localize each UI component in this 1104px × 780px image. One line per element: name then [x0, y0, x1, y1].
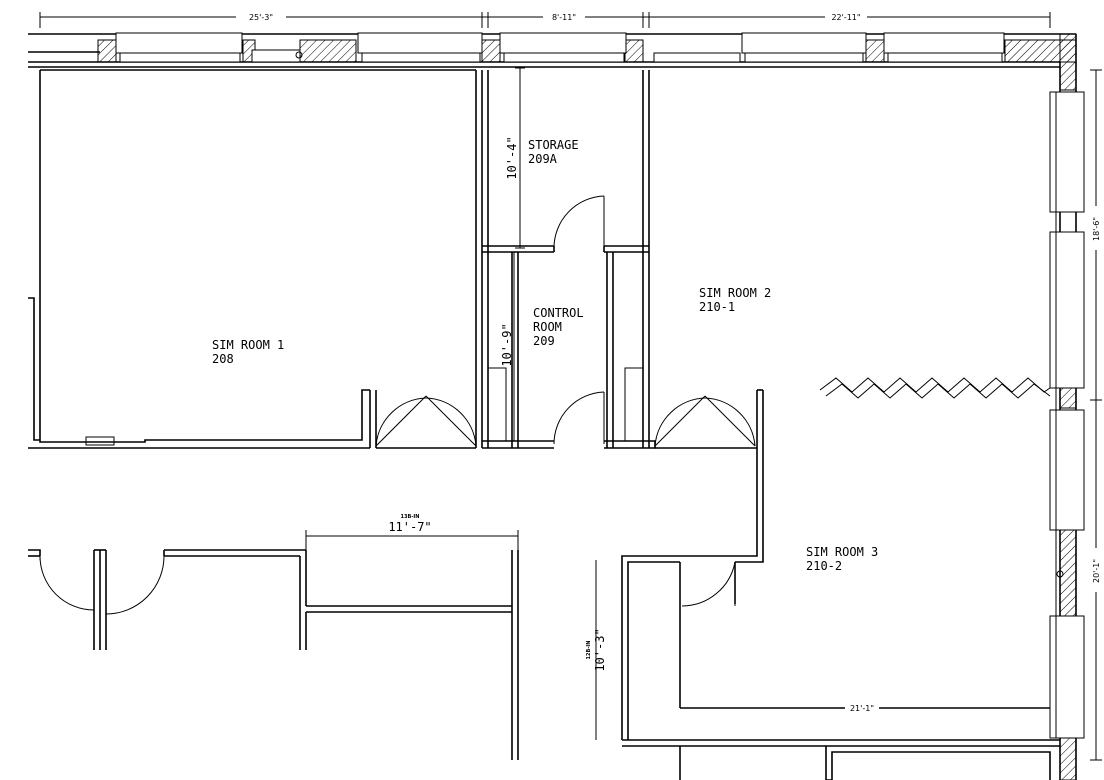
dim-lower-tag: 12B-IN [586, 641, 592, 660]
sim-room-2-3-walls [621, 377, 1060, 780]
storage-door [553, 195, 605, 250]
control-door [553, 391, 605, 445]
dim-top-mid: 8'-11" [552, 13, 576, 22]
exterior-right-wall [1049, 33, 1085, 780]
dim-corridor-tag: 13B-IN [401, 514, 420, 520]
bottom-dimension-line [680, 702, 1050, 714]
dim-control-height: 10'-9" [500, 323, 514, 366]
dim-right-lower: 20'-1" [1092, 559, 1101, 583]
storage-number: 209A [528, 152, 558, 166]
dim-storage-height: 10'-4" [505, 136, 519, 179]
control-room-line1: CONTROL [533, 306, 584, 320]
sim-room-3-number: 210-2 [806, 559, 842, 573]
dim-lower-height: 10'-3" [593, 628, 607, 671]
sim-room-3-door [681, 561, 736, 607]
right-dimension-line [1090, 69, 1102, 761]
control-room-line2: ROOM [533, 320, 562, 334]
dim-top-right: 22'-11" [831, 13, 860, 22]
exterior-top-wall [28, 32, 1077, 68]
lower-left-doors [39, 555, 165, 615]
sim-room-1-name: SIM ROOM 1 [212, 338, 284, 352]
storage-control-walls [482, 67, 650, 449]
sim-room-1-number: 208 [212, 352, 234, 366]
control-room-number: 209 [533, 334, 555, 348]
dim-right-upper: 18'-6" [1092, 217, 1101, 241]
sim-room-2-door [654, 395, 756, 447]
sim-room-1-walls [28, 69, 483, 449]
lower-left-walls [28, 530, 597, 760]
sim-room-2-name: SIM ROOM 2 [699, 286, 771, 300]
dim-bottom-width: 21'-1" [850, 704, 874, 713]
top-dimension-line [39, 11, 1051, 28]
dim-top-left: 25'-3" [249, 13, 273, 22]
sim-room-1-door [375, 395, 477, 447]
sim-room-3-name: SIM ROOM 3 [806, 545, 878, 559]
storage-name: STORAGE [528, 138, 579, 152]
sim-room-2-number: 210-1 [699, 300, 735, 314]
dim-corridor-width: 11'-7" [388, 520, 431, 534]
